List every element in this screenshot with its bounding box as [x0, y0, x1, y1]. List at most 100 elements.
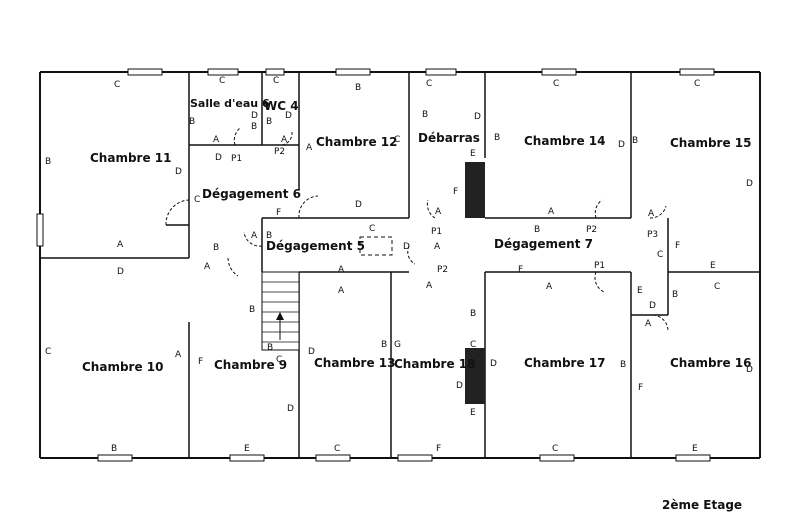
svg-text:A: A: [213, 135, 220, 145]
svg-text:A: A: [435, 207, 442, 217]
svg-text:C: C: [114, 80, 120, 90]
room-label-chambre-14: Chambre 14: [524, 134, 605, 148]
room-label-debarras: Débarras: [418, 131, 480, 145]
room-label-chambre-15: Chambre 15: [670, 136, 751, 150]
svg-text:C: C: [470, 340, 476, 350]
door-label: P1: [594, 261, 605, 271]
room-label-wc-4: WC 4: [264, 99, 299, 113]
svg-text:F: F: [675, 241, 680, 251]
room-label-salle-eau-6: Salle d'eau 6: [190, 97, 270, 110]
door-label: P2: [437, 265, 448, 275]
svg-text:C: C: [657, 250, 663, 260]
svg-text:C: C: [369, 224, 375, 234]
svg-text:D: D: [474, 112, 481, 122]
svg-text:B: B: [494, 133, 500, 143]
svg-text:B: B: [620, 360, 626, 370]
svg-text:A: A: [546, 282, 553, 292]
chimney-block: [465, 348, 485, 404]
room-label-degagement-7: Dégagement 7: [494, 237, 593, 251]
svg-text:B: B: [632, 136, 638, 146]
svg-text:C: C: [194, 195, 200, 205]
svg-text:D: D: [287, 404, 294, 414]
svg-text:C: C: [553, 79, 559, 89]
svg-text:B: B: [189, 117, 195, 127]
room-label-chambre-9: Chambre 9: [214, 358, 287, 372]
svg-text:B: B: [470, 309, 476, 319]
svg-text:D: D: [746, 179, 753, 189]
svg-text:B: B: [672, 290, 678, 300]
svg-text:F: F: [638, 383, 643, 393]
svg-text:D: D: [618, 140, 625, 150]
svg-text:C: C: [45, 347, 51, 357]
svg-text:B: B: [249, 305, 255, 315]
svg-text:B: B: [45, 157, 51, 167]
svg-text:C: C: [334, 444, 340, 454]
room-label-chambre-12: Chambre 12: [316, 135, 397, 149]
svg-text:C: C: [552, 444, 558, 454]
svg-text:D: D: [746, 365, 753, 375]
room-label-chambre-11: Chambre 11: [90, 151, 171, 165]
room-label-chambre-17: Chambre 17: [524, 356, 605, 370]
svg-text:A: A: [338, 265, 345, 275]
door-label: P2: [274, 147, 285, 157]
svg-text:A: A: [251, 231, 258, 241]
svg-text:C: C: [694, 79, 700, 89]
svg-text:B: B: [251, 122, 257, 132]
svg-text:D: D: [175, 167, 182, 177]
svg-text:B: B: [534, 225, 540, 235]
svg-text:B: B: [213, 243, 219, 253]
svg-text:F: F: [276, 208, 281, 218]
svg-text:A: A: [306, 143, 313, 153]
svg-text:C: C: [394, 135, 400, 145]
svg-text:A: A: [648, 209, 655, 219]
floor-label: 2ème Etage: [662, 498, 743, 512]
svg-text:D: D: [649, 301, 656, 311]
svg-text:E: E: [692, 444, 698, 454]
svg-text:A: A: [645, 319, 652, 329]
door-label: P2: [586, 225, 597, 235]
svg-text:C: C: [714, 282, 720, 292]
interior-walls: [40, 72, 760, 458]
svg-text:A: A: [281, 135, 288, 145]
svg-text:A: A: [204, 262, 211, 272]
svg-text:D: D: [456, 381, 463, 391]
svg-text:D: D: [285, 111, 292, 121]
svg-text:D: D: [490, 359, 497, 369]
svg-text:B: B: [266, 117, 272, 127]
door-label: P1: [431, 227, 442, 237]
wall-letters: C C C B C C C B D B D B B D A D A A C F …: [45, 76, 753, 454]
door-label: P3: [647, 230, 658, 240]
room-label-degagement-6: Dégagement 6: [202, 187, 301, 201]
room-label-chambre-18: Chambre 18: [394, 357, 475, 371]
svg-text:F: F: [518, 265, 523, 275]
svg-text:E: E: [244, 444, 250, 454]
svg-text:B: B: [381, 340, 387, 350]
svg-text:F: F: [453, 187, 458, 197]
svg-text:A: A: [117, 240, 124, 250]
svg-text:B: B: [111, 444, 117, 454]
svg-text:E: E: [710, 261, 716, 271]
svg-text:D: D: [355, 200, 362, 210]
chimney-block: [465, 162, 485, 218]
door-swings: [165, 127, 669, 331]
svg-text:D: D: [403, 242, 410, 252]
room-label-chambre-16: Chambre 16: [670, 356, 751, 370]
svg-text:C: C: [276, 355, 282, 365]
svg-text:A: A: [434, 242, 441, 252]
svg-text:E: E: [470, 408, 476, 418]
svg-text:C: C: [426, 79, 432, 89]
svg-text:B: B: [422, 110, 428, 120]
room-label-degagement-5: Dégagement 5: [266, 239, 365, 253]
room-label-chambre-10: Chambre 10: [82, 360, 163, 374]
svg-text:A: A: [175, 350, 182, 360]
svg-text:B: B: [355, 83, 361, 93]
svg-text:G: G: [394, 340, 401, 350]
svg-text:C: C: [219, 76, 225, 86]
svg-text:B: B: [267, 343, 273, 353]
svg-text:F: F: [198, 357, 203, 367]
svg-text:E: E: [470, 149, 476, 159]
staircase: [261, 271, 300, 351]
svg-text:C: C: [273, 76, 279, 86]
svg-text:D: D: [215, 153, 222, 163]
